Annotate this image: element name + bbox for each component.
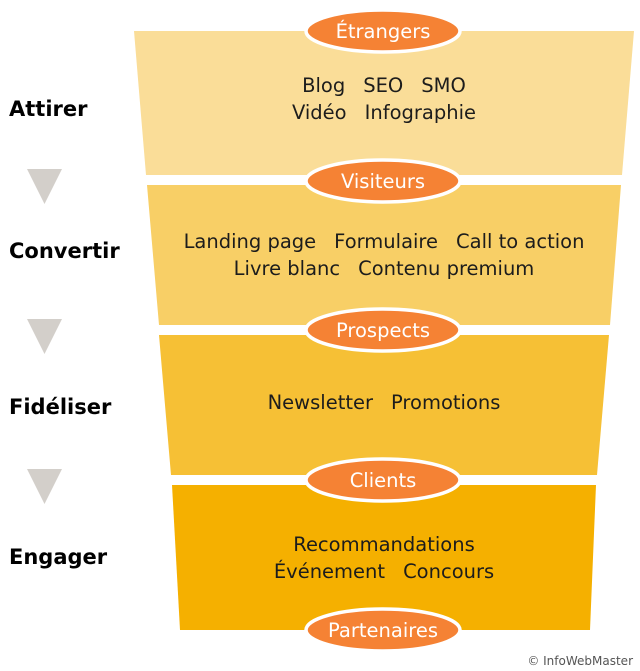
stage-label-fideliser: Fidéliser bbox=[9, 395, 112, 419]
tactic-item: SMO bbox=[421, 74, 466, 97]
tactics-line: Vidéo Infographie bbox=[134, 99, 634, 126]
audience-label: Prospects bbox=[336, 319, 430, 342]
audience-label: Clients bbox=[350, 469, 417, 492]
tactic-item: Landing page bbox=[183, 230, 317, 253]
audience-label: Étrangers bbox=[336, 20, 431, 43]
tactic-item: Call to action bbox=[456, 230, 585, 253]
audience-pill-clients: Clients bbox=[304, 457, 462, 503]
copyright-credit: © InfoWebMaster bbox=[527, 654, 633, 668]
tactic-item: Infographie bbox=[364, 101, 477, 124]
tactics-line: Landing page Formulaire Call to action bbox=[134, 228, 634, 255]
down-triangle-icon bbox=[27, 319, 62, 354]
tactic-item: Blog bbox=[302, 74, 346, 97]
down-triangle-icon bbox=[27, 169, 62, 204]
tactic-item: Promotions bbox=[391, 391, 501, 414]
funnel-segment-convertir bbox=[147, 185, 621, 325]
down-triangle-icon bbox=[27, 469, 62, 504]
tactic-item: Contenu premium bbox=[358, 257, 535, 280]
tactics-line: Recommandations bbox=[134, 531, 634, 558]
tactics-line: Newsletter Promotions bbox=[134, 389, 634, 416]
audience-pill-etrangers: Étrangers bbox=[304, 8, 462, 54]
tactic-item: Newsletter bbox=[267, 391, 374, 414]
stage-label-engager: Engager bbox=[9, 545, 108, 569]
audience-label: Visiteurs bbox=[341, 170, 425, 193]
audience-label: Partenaires bbox=[328, 619, 438, 642]
funnel-segment-fideliser bbox=[159, 335, 609, 475]
tactic-item: Recommandations bbox=[293, 533, 475, 556]
stage-label-attirer: Attirer bbox=[9, 97, 88, 121]
stage-tactics-engager: Recommandations Événement Concours bbox=[134, 531, 634, 585]
tactics-line: Blog SEO SMO bbox=[134, 72, 634, 99]
stage-tactics-attirer: Blog SEO SMO Vidéo Infographie bbox=[134, 72, 634, 126]
audience-pill-partenaires: Partenaires bbox=[304, 607, 462, 653]
tactic-item: Formulaire bbox=[334, 230, 439, 253]
tactic-item: Concours bbox=[403, 560, 495, 583]
audience-pill-visiteurs: Visiteurs bbox=[304, 158, 462, 204]
funnel-segment-attirer bbox=[134, 31, 634, 175]
tactics-line: Événement Concours bbox=[134, 558, 634, 585]
tactic-item: SEO bbox=[363, 74, 404, 97]
funnel-segment-engager bbox=[172, 485, 596, 630]
stage-label-convertir: Convertir bbox=[9, 239, 120, 263]
tactic-item: Vidéo bbox=[291, 101, 347, 124]
tactic-item: Livre blanc bbox=[233, 257, 341, 280]
stage-tactics-fideliser: Newsletter Promotions bbox=[134, 389, 634, 416]
stage-tactics-convertir: Landing page Formulaire Call to action Liv… bbox=[134, 228, 634, 282]
tactics-line: Livre blanc Contenu premium bbox=[134, 255, 634, 282]
tactic-item: Événement bbox=[273, 560, 386, 583]
audience-pill-prospects: Prospects bbox=[304, 307, 462, 353]
